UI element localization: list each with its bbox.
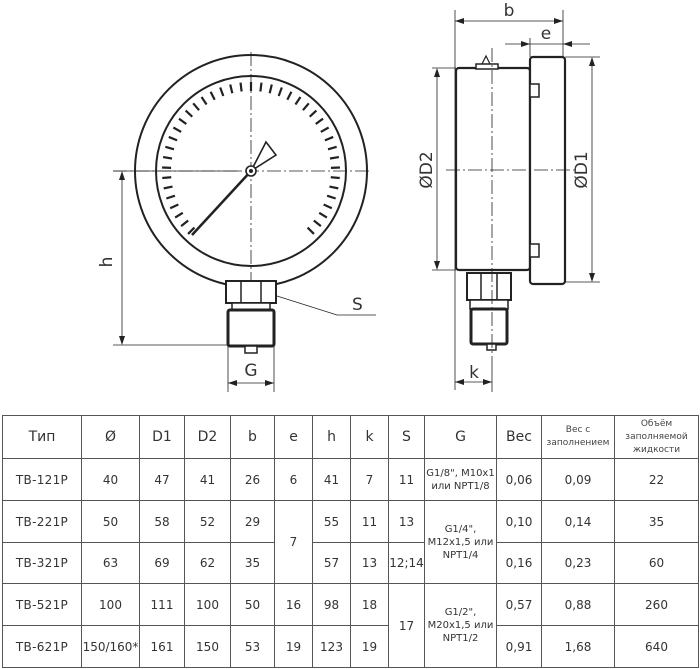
s-label: S [352, 295, 363, 315]
header-weight: Вес [496, 415, 542, 459]
header-h: h [312, 415, 351, 459]
needle-tail [248, 140, 278, 174]
d2-label: ØD2 [417, 151, 437, 188]
gauge-dimension-drawing: h S G b e ØD2 ØD1 k [97, 1, 600, 392]
socket-hex [225, 280, 277, 304]
g-label: G [244, 361, 257, 381]
socket-thread [226, 308, 276, 348]
header-d2: D2 [184, 415, 231, 459]
e-label: e [541, 24, 551, 44]
side-view [432, 10, 600, 392]
header-d1: D1 [139, 415, 185, 459]
front-view [113, 52, 376, 392]
gauge-bezel-side [528, 55, 567, 286]
b-label: b [504, 1, 515, 21]
header-type: Тип [2, 415, 82, 459]
table-row: ТВ-121Р 40 47 41 26 6 41 7 11 G1/8", M10… [2, 458, 699, 501]
header-g: G [424, 415, 497, 459]
header-diameter: Ø [81, 415, 140, 459]
header-e: e [274, 415, 313, 459]
table-row: ТВ-621Р 150/160* 161 150 53 19 123 19 0,… [2, 625, 699, 668]
gauge-case-side [454, 66, 532, 272]
table-row: ТВ-321Р 63 69 62 35 57 13 12;14 0,16 0,2… [2, 542, 699, 584]
d1-label: ØD1 [572, 151, 592, 188]
header-k: k [350, 415, 389, 459]
table-row: ТВ-521Р 100 111 100 50 16 98 18 17 G1/2"… [2, 583, 699, 668]
h-label: h [97, 257, 117, 268]
gauge-needle [191, 170, 252, 236]
dial-tick-marks [162, 82, 340, 235]
table-row: ТВ-221Р 50 58 52 29 7 55 11 13 G1/4",M12… [2, 500, 699, 584]
header-b: b [230, 415, 275, 459]
k-label: k [469, 363, 479, 383]
header-s: S [388, 415, 425, 459]
